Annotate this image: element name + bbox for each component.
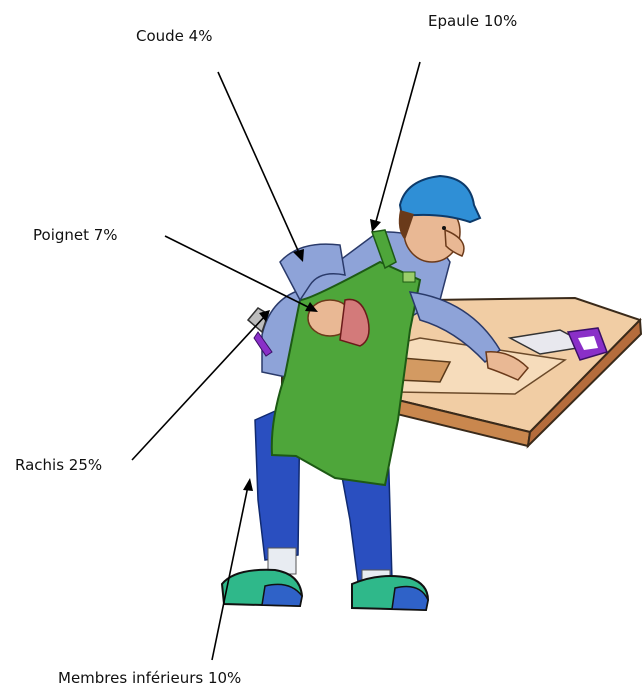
label-epaule: Epaule 10%: [428, 12, 517, 30]
arrow-coude: [218, 72, 300, 255]
arrow-rachis: [132, 316, 265, 460]
label-poignet: Poignet 7%: [33, 226, 118, 244]
label-membres: Membres inférieurs 10%: [58, 669, 241, 687]
arrowhead-membres: [243, 478, 253, 491]
arrowhead-epaule: [370, 219, 381, 232]
label-coude: Coude 4%: [136, 27, 212, 45]
label-rachis: Rachis 25%: [15, 456, 102, 474]
head: [399, 176, 480, 262]
shoes: [222, 570, 428, 610]
